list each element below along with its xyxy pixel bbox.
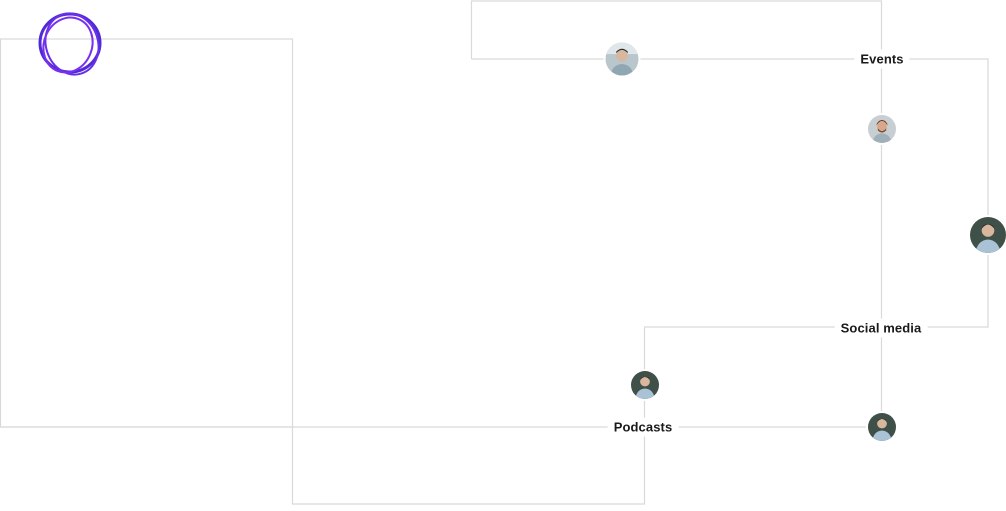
scribble-circle-logo-icon [38,12,102,76]
bottom-connector [291,427,646,505]
events-node-label: Events [854,49,910,69]
podcasts-node-label: Podcasts [607,417,679,437]
events-top-box [470,0,883,427]
person-avatar-icon [970,217,1006,253]
social-media-node-label: Social media [834,318,928,338]
person-avatar-icon [605,42,639,76]
person-avatar-icon [631,371,659,399]
social-media-loop [643,58,989,427]
person-avatar-icon [868,115,896,143]
person-avatar-icon [868,413,896,441]
left-frame [0,38,294,428]
